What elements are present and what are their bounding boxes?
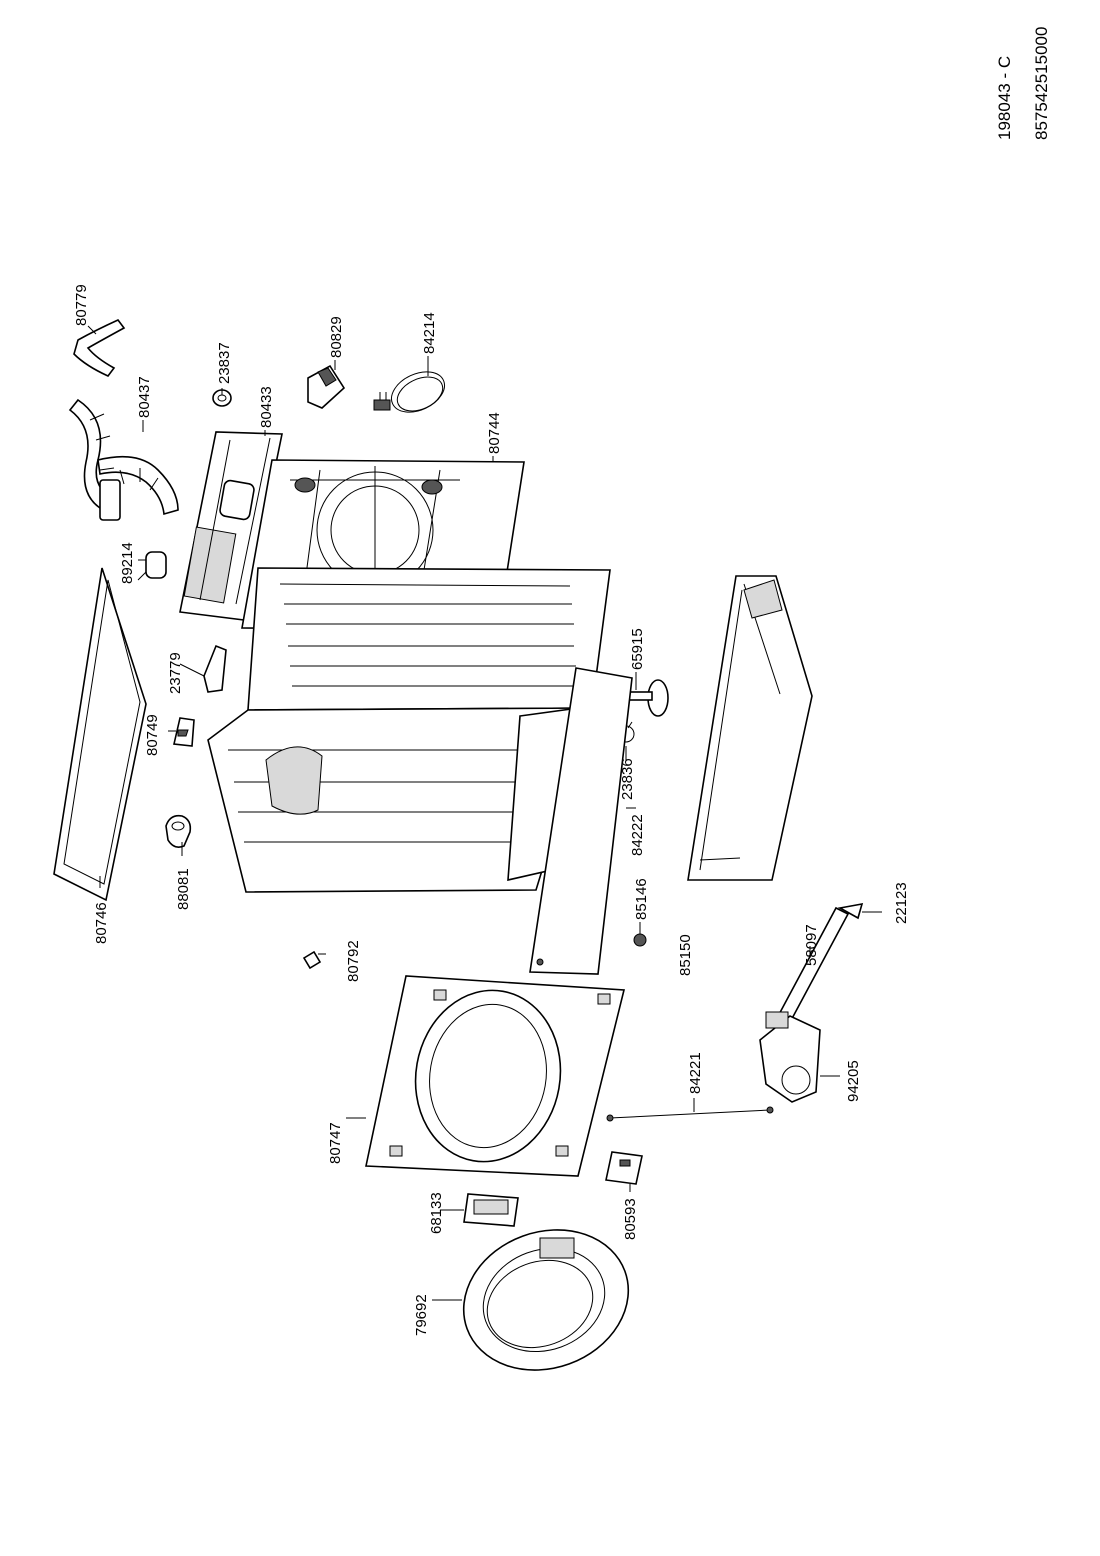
pressure-switch-drawing (165, 814, 192, 848)
part-label-80746[interactable]: 80746 (93, 902, 110, 944)
part-label-88081[interactable]: 88081 (175, 868, 192, 910)
drain-pump-drawing (759, 1011, 821, 1103)
part-label-94205[interactable]: 94205 (845, 1060, 862, 1102)
top-frame-drawing (53, 567, 147, 902)
part-label-23836[interactable]: 23836 (619, 758, 636, 800)
part-label-80744[interactable]: 80744 (486, 412, 503, 454)
part-label-80749[interactable]: 80749 (144, 714, 161, 756)
hose-clamp-drawing (837, 902, 864, 920)
part-label-80433[interactable]: 80433 (258, 386, 275, 428)
cover-cap-drawing (307, 364, 346, 409)
part-label-23779[interactable]: 23779 (167, 652, 184, 694)
part-label-80747[interactable]: 80747 (327, 1122, 344, 1164)
screw-drawing (633, 933, 647, 947)
power-cord-drawing (373, 371, 445, 413)
part-label-58097[interactable]: 58097 (803, 924, 820, 966)
fixing-clip-drawing (302, 950, 322, 970)
tie-rod-drawing (606, 1106, 774, 1122)
kick-plate-drawing (529, 667, 633, 975)
part-label-79692[interactable]: 79692 (413, 1294, 430, 1336)
part-label-80593[interactable]: 80593 (622, 1198, 639, 1240)
part-label-80829[interactable]: 80829 (328, 316, 345, 358)
front-panel-drawing (365, 975, 626, 1177)
part-label-80437[interactable]: 80437 (136, 376, 153, 418)
filter-capacitor-drawing (137, 551, 167, 581)
drain-hose-drawing (68, 398, 179, 521)
part-label-68133[interactable]: 68133 (428, 1192, 445, 1234)
part-label-22123[interactable]: 22123 (893, 882, 910, 924)
part-label-80779[interactable]: 80779 (73, 284, 90, 326)
part-label-65915[interactable]: 65915 (629, 628, 646, 670)
base-tray-drawing (687, 575, 813, 881)
part-label-89214[interactable]: 89214 (119, 542, 136, 584)
part-label-23837[interactable]: 23837 (216, 342, 233, 384)
part-label-85146[interactable]: 85146 (633, 878, 650, 920)
part-label-84222[interactable]: 84222 (629, 814, 646, 856)
adjustable-foot-drawing (625, 679, 669, 717)
door-lock-drawing (605, 1151, 643, 1185)
part-label-85150[interactable]: 85150 (677, 934, 694, 976)
model-code: 198043 - C (995, 56, 1014, 140)
part-label-84214[interactable]: 84214 (421, 312, 438, 354)
door-assembly-drawing (462, 1229, 630, 1371)
bracket-drawing (203, 644, 227, 693)
hinge-bracket-drawing (173, 717, 195, 747)
door-handle-drawing (463, 1193, 519, 1227)
rear-panel-top-drawing (179, 431, 283, 621)
part-label-84221[interactable]: 84221 (687, 1052, 704, 1094)
hose-connector-drawing (73, 319, 126, 377)
leader-lines (87, 325, 882, 1301)
part-labels: 80779 80437 23837 80829 84214 80433 8074… (73, 284, 910, 1336)
part-label-80792[interactable]: 80792 (345, 940, 362, 982)
article-number: 857542515000 (1032, 27, 1051, 140)
